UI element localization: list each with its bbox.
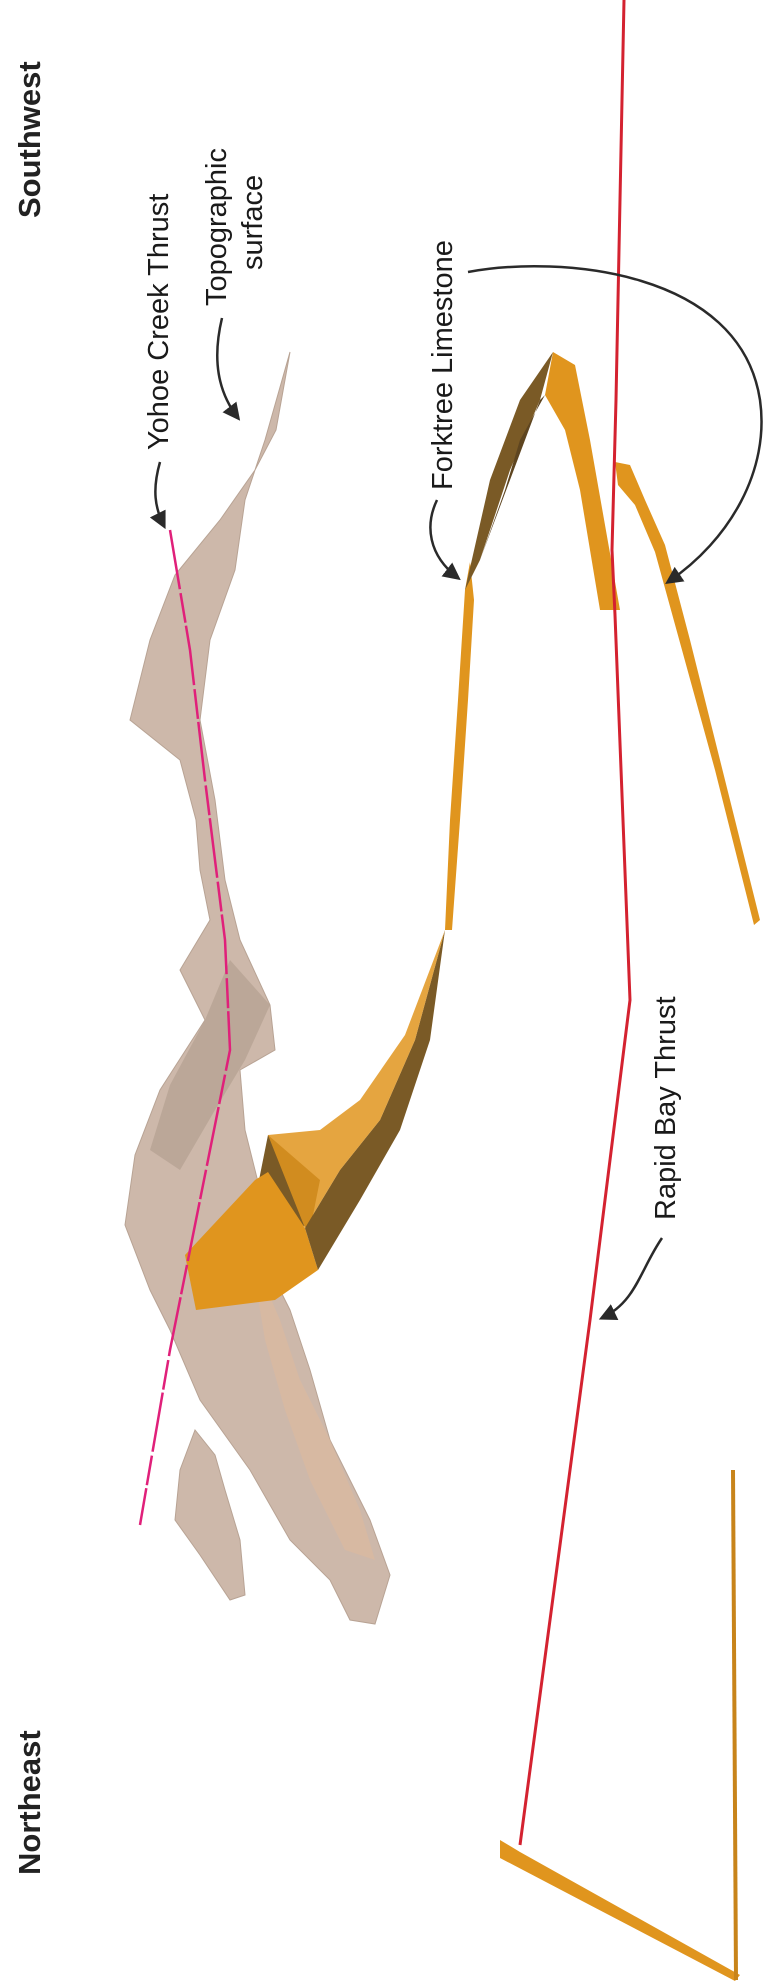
forktree-limestone-label: Forktree Limestone	[427, 240, 459, 490]
forktree-limestone-upper-dark	[465, 352, 553, 590]
topographic-surface-lower-fragment	[175, 1430, 245, 1600]
topographic-surface-label-line1: Topographic	[201, 148, 233, 306]
yohoe-creek-thrust-leader	[155, 462, 164, 526]
forktree-limestone-northeast-limb	[731, 1470, 738, 1980]
rapid-bay-thrust-line	[520, 0, 630, 1845]
forktree-limestone-hinge-top	[545, 352, 620, 610]
direction-label-northeast: Northeast	[12, 1730, 47, 1875]
topographic-surface-label-line2: surface	[237, 175, 269, 270]
topographic-surface-leader	[217, 318, 238, 418]
topographic-surface	[125, 352, 390, 1624]
topographic-surface-main	[125, 352, 390, 1624]
forktree-limestone-leader-left	[430, 500, 458, 578]
yohoe-creek-thrust-label: Yohoe Creek Thrust	[143, 194, 175, 450]
forktree-limestone-limb-upper	[445, 562, 474, 930]
rapid-bay-thrust-leader	[602, 1238, 662, 1318]
direction-label-southwest: Southwest	[12, 61, 47, 218]
forktree-limestone-hinge-top-dark	[480, 395, 545, 560]
forktree-limestone-northeast-base	[500, 1840, 740, 1981]
rapid-bay-thrust-label: Rapid Bay Thrust	[650, 996, 682, 1220]
forktree-limestone-southwest-limb	[615, 462, 760, 925]
